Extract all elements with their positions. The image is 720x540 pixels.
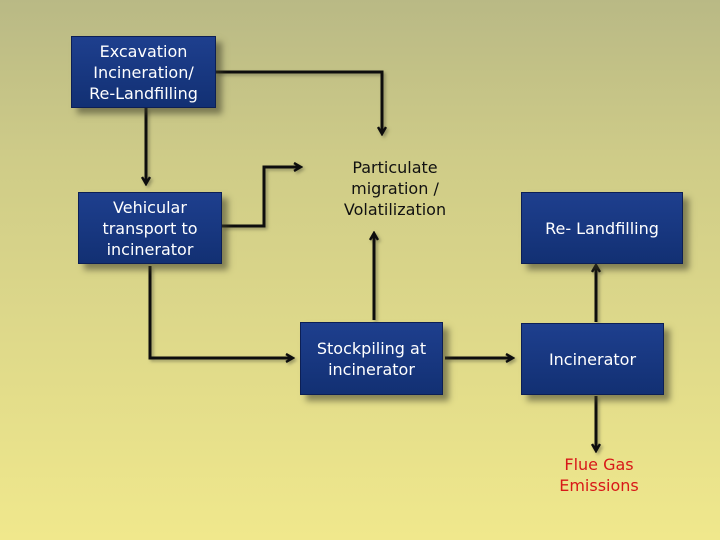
node-re-landfilling: Re- Landfilling (521, 192, 683, 264)
arrow-excavation-to-particulate (216, 70, 382, 133)
node-incinerator: Incinerator (521, 323, 664, 395)
node-flue-gas-emissions: Flue Gas Emissions (559, 455, 639, 495)
node-vehicular-transport: Vehicular transport to incinerator (78, 192, 222, 264)
node-particulate-migration: Particulate migration / Volatilization (343, 157, 447, 219)
node-excavation: Excavation Incineration/ Re-Landfilling (71, 36, 216, 108)
arrow-vehicular-to-particulate (222, 167, 300, 228)
arrow-vehicular-to-stockpiling (148, 266, 292, 358)
node-stockpiling: Stockpiling at incinerator (300, 322, 443, 395)
